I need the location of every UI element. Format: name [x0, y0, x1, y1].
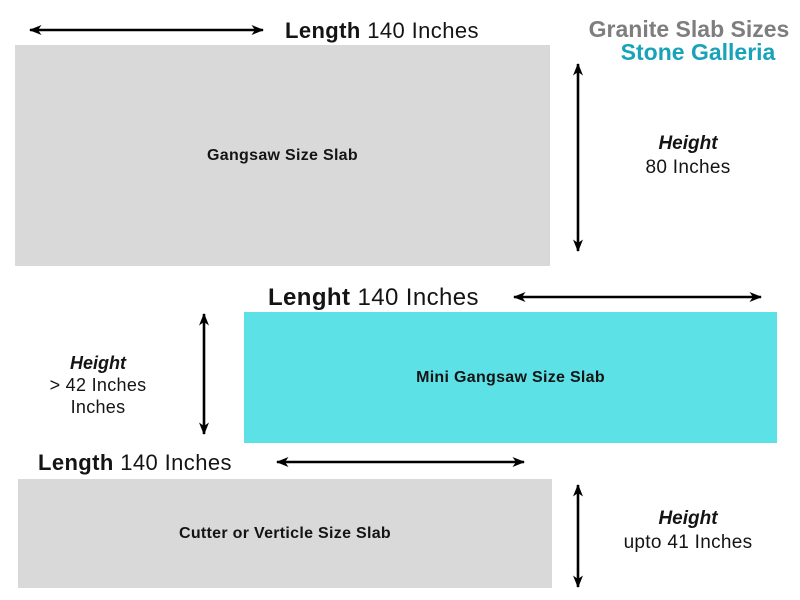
mini-gangsaw-slab-rect: Mini Gangsaw Size Slab: [244, 312, 777, 443]
cutter-slab-rect: Cutter or Verticle Size Slab: [18, 479, 552, 588]
brand-name: Stone Galleria: [620, 39, 776, 65]
gangsaw-length-value: 140 Inches: [367, 18, 479, 43]
gangsaw-slab-name: Gangsaw Size Slab: [207, 146, 358, 164]
page-title: Granite Slab Sizes: [588, 16, 790, 42]
cutter-height-word: Height: [658, 508, 718, 529]
cutter-height-value: upto 41 Inches: [623, 532, 753, 553]
gangsaw-height-word: Height: [658, 133, 718, 154]
mini-gangsaw-length-word: Lenght: [268, 284, 351, 311]
cutter-length-value: 140 Inches: [120, 450, 232, 475]
gangsaw-length-label: Length 140 Inches: [285, 18, 479, 44]
cutter-slab-name: Cutter or Verticle Size Slab: [178, 524, 392, 542]
gangsaw-slab-rect: Gangsaw Size Slab: [15, 45, 550, 266]
mini-gangsaw-length-label: Lenght 140 Inches: [268, 284, 479, 312]
mini-gangsaw-length-value: 140 Inches: [357, 284, 479, 311]
cutter-length-word: Length: [38, 450, 114, 475]
gangsaw-height-value: 80 Inches: [645, 157, 731, 178]
mini-gangsaw-slab-name: Mini Gangsaw Size Slab: [416, 368, 605, 386]
gangsaw-height-label: Height 80 Inches: [645, 132, 730, 180]
mini-gangsaw-height-value-2: Inches: [70, 397, 126, 417]
gangsaw-length-word: Length: [285, 18, 361, 43]
mini-gangsaw-height-label: Height > 42 Inches Inches: [50, 352, 147, 418]
mini-gangsaw-height-value-1: > 42 Inches: [49, 375, 147, 395]
cutter-length-label: Length 140 Inches: [38, 450, 232, 476]
mini-gangsaw-height-word: Height: [70, 353, 126, 373]
cutter-height-label: Height upto 41 Inches: [624, 507, 753, 555]
